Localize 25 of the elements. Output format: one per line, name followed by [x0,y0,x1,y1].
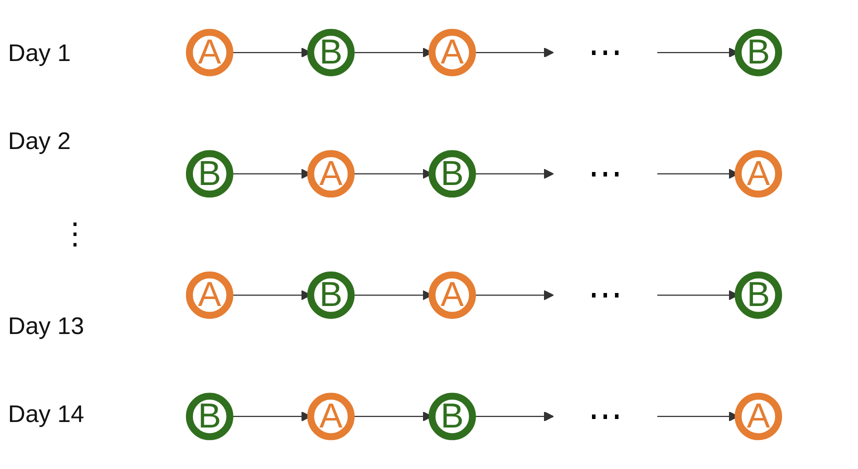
node-circle: A [734,392,782,440]
node-text: ⋯ [588,276,623,314]
node-circle: B [428,392,476,440]
row-label: Day 1 [7,40,71,68]
node-circle: B [186,150,234,198]
node-circle: B [307,271,355,319]
node-text: ⋯ [588,397,623,436]
row-label: Day 2 [7,128,71,156]
node-circle: A [428,271,476,319]
node-circle: A [307,392,355,440]
node-circle: A [428,28,476,76]
node-circle: A [186,28,234,76]
node-circle: B [307,28,355,76]
vertical-ellipsis: ⋮ [59,217,90,252]
node-circle: B [734,28,782,76]
node-circle: B [734,271,782,319]
node-circle: A [307,150,355,198]
node-text: ⋯ [588,34,623,72]
row-label: Day 14 [7,400,84,429]
node-circle: A [734,150,782,198]
node-circle: A [186,271,234,319]
row-label: Day 13 [7,312,84,341]
node-text: ⋯ [588,154,623,193]
node-circle: B [186,392,234,440]
node-circle: B [428,150,476,198]
